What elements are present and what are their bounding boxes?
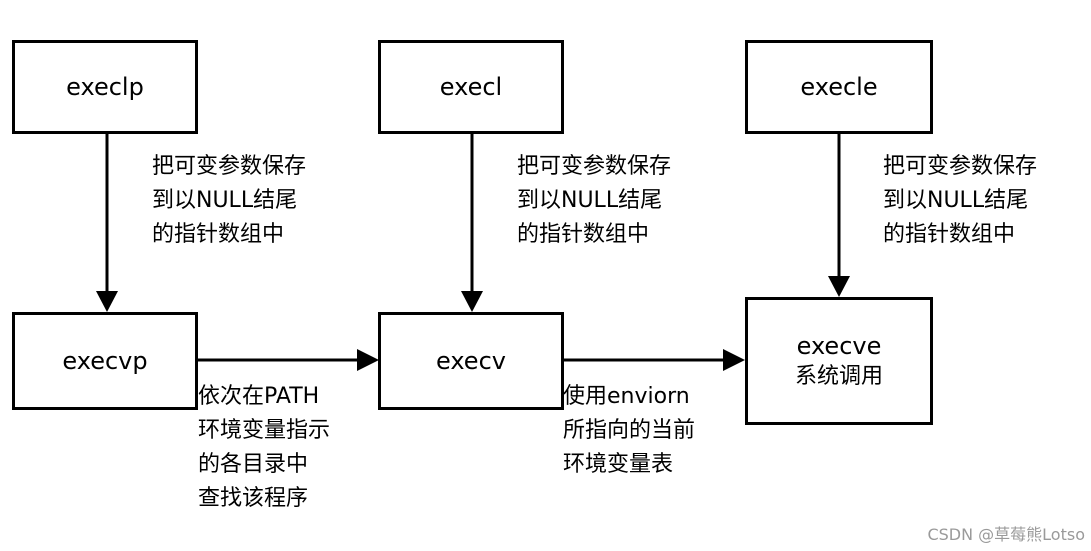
node-execl: execl [378, 40, 564, 134]
node-execve: execve 系统调用 [745, 297, 933, 425]
node-execv-label: execv [436, 347, 506, 375]
node-execl-label: execl [439, 73, 503, 101]
note-execl-to-execv: 把可变参数保存 到以NULL结尾 的指针数组中 [517, 154, 672, 247]
node-execlp: execlp [12, 40, 198, 134]
node-execve-sublabel: 系统调用 [794, 364, 883, 389]
watermark: CSDN @草莓熊Lotso [927, 525, 1085, 544]
arrow-execv-to-execve [563, 349, 745, 371]
note-execvp-to-execv: 依次在PATH 环境变量指示 的各目录中 查找该程序 [198, 384, 331, 511]
note-execlp-to-execvp: 把可变参数保存 到以NULL结尾 的指针数组中 [152, 154, 307, 247]
node-execvp: execvp [12, 312, 198, 410]
node-execve-label: execve [796, 332, 882, 360]
node-execvp-label: execvp [62, 347, 148, 375]
arrow-execl-to-execv [461, 133, 483, 312]
node-execle: execle [745, 40, 933, 134]
arrow-execlp-to-execvp [96, 133, 118, 312]
arrow-execle-to-execve [828, 133, 850, 297]
node-execle-label: execle [800, 73, 878, 101]
note-execle-to-execve: 把可变参数保存 到以NULL结尾 的指针数组中 [883, 154, 1038, 247]
node-execv: execv [378, 312, 564, 410]
note-execv-to-execve: 使用enviorn 所指向的当前 环境变量表 [563, 384, 696, 477]
arrow-execvp-to-execv [198, 349, 379, 371]
node-execlp-label: execlp [66, 73, 144, 101]
